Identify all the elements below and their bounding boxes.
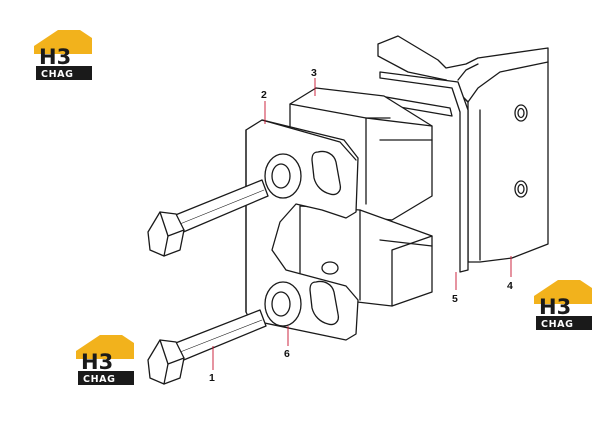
mounting-bracket-part <box>377 35 549 263</box>
logo-text-chag: CHAG <box>83 374 115 385</box>
callout-1: 1 <box>209 372 215 384</box>
rubber-block-part <box>289 87 433 307</box>
logo-text-h3: H3 <box>539 295 571 319</box>
logo-text-h3: H3 <box>81 350 113 374</box>
callout-3: 3 <box>311 67 317 79</box>
h3-chag-logo-top-left: H3 CHAG <box>34 30 92 80</box>
bolt-lower-part <box>147 309 267 385</box>
logo-text-h3: H3 <box>39 45 71 69</box>
logo-text-chag: CHAG <box>41 69 73 80</box>
shim-plate-part <box>379 71 469 273</box>
washer-upper-part <box>264 153 302 199</box>
callout-6: 6 <box>284 348 290 360</box>
callout-4: 4 <box>507 280 513 292</box>
h3-chag-logo-bottom-left: H3 CHAG <box>76 335 134 385</box>
callout-2: 2 <box>261 89 267 101</box>
logo-text-chag: CHAG <box>541 319 573 330</box>
washer-lower-part <box>264 281 302 327</box>
h3-chag-logo-right: H3 CHAG <box>534 280 592 330</box>
bolt-upper-part <box>147 179 269 257</box>
callout-5: 5 <box>452 293 458 305</box>
